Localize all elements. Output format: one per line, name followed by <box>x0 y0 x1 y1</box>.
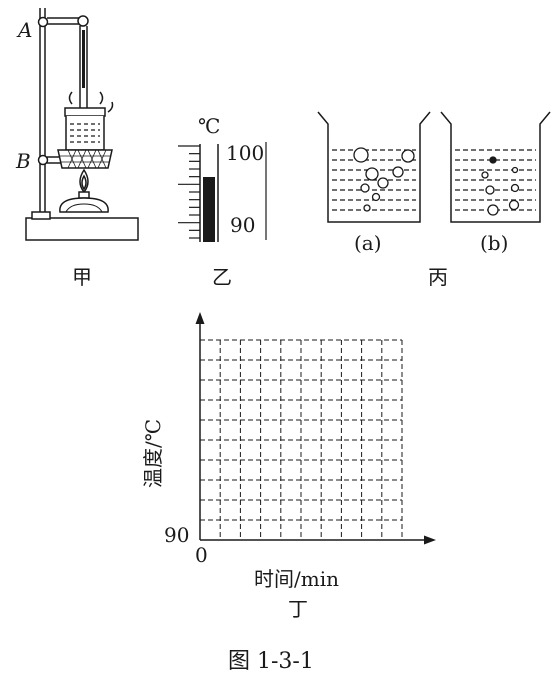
steam-line <box>107 101 114 113</box>
beaker-a-label: (a) <box>354 231 382 255</box>
beaker-a-bubbles <box>353 147 415 212</box>
lamp-liquid <box>65 203 103 213</box>
label-b: B <box>15 149 31 173</box>
figure-caption: 图 1-3-1 <box>228 649 314 674</box>
graph-grid <box>200 339 403 540</box>
clamp-a-knob <box>37 16 49 28</box>
y-axis-arrow <box>195 312 205 324</box>
thermometer-unit: ℃ <box>198 114 220 138</box>
beaker-b-outline <box>440 111 551 223</box>
steam-line <box>68 91 73 105</box>
beaker-a <box>317 111 431 223</box>
stand-foot <box>31 211 51 220</box>
thermometer-scale-bottom: 90 <box>230 213 255 237</box>
beaker-b-bubbles <box>481 156 520 216</box>
thermometer-closeup <box>178 142 267 242</box>
beaker-b-label: (b) <box>480 231 508 255</box>
label-a: A <box>16 18 32 42</box>
alcohol-lamp <box>59 197 109 213</box>
beaker-water <box>70 123 100 143</box>
beaker-lid <box>64 107 106 117</box>
temperature-time-graph <box>195 312 436 545</box>
beaker-a-outline <box>317 111 431 223</box>
wire-gauze-mesh <box>60 149 110 169</box>
x-origin-label: 0 <box>195 543 208 567</box>
lamp-wick-holder <box>78 191 90 199</box>
caption-bing: 丙 <box>428 265 448 289</box>
clamp-b-knob <box>37 154 49 166</box>
x-axis-label: 时间/min <box>254 567 339 591</box>
caption-jia: 甲 <box>72 265 92 289</box>
x-axis-arrow <box>424 535 436 545</box>
thermometer-liquid-column <box>203 177 215 242</box>
y-axis-label: 温度/℃ <box>141 419 165 488</box>
beaker-b <box>440 111 551 223</box>
wire-gauze <box>57 149 113 169</box>
flame-inner <box>81 174 87 191</box>
stand-base <box>25 217 139 241</box>
thermometer-scale-top: 100 <box>226 141 264 165</box>
caption-yi: 乙 <box>212 265 232 289</box>
clamp-a-jaw <box>77 15 89 27</box>
beaker <box>65 116 105 151</box>
thermometer-scale <box>178 145 200 239</box>
steam-line <box>99 91 104 105</box>
y-origin-label: 90 <box>164 523 189 547</box>
apparatus-diagram <box>25 8 139 241</box>
caption-ding: 丁 <box>288 597 308 621</box>
